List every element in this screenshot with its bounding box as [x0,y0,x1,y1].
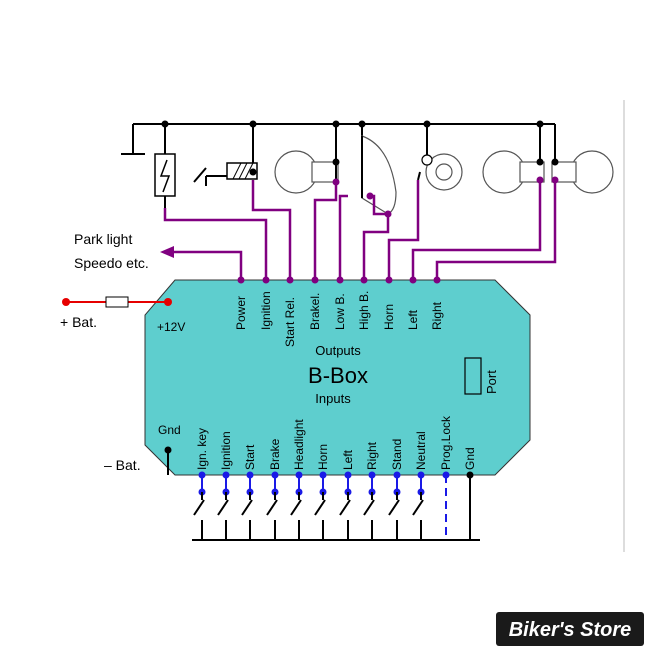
input-label: Ign. key [195,428,209,470]
inputs-label: Inputs [315,391,351,406]
input-label: Horn [316,444,330,470]
output-label: Ignition [259,291,273,330]
switch-icon [217,499,229,516]
switch-icon [363,499,375,516]
output-terminal [336,276,344,284]
input-label: Neutral [414,431,428,470]
speedo-label: Speedo etc. [74,255,149,271]
input-label: Headlight [292,419,306,470]
input-label: Brake [268,438,282,470]
output-label: Right [430,301,444,330]
plus12v-label: +12V [157,320,185,334]
input-wires [192,471,480,541]
battery-minus-wire [164,446,172,475]
output-label: High B. [357,291,371,330]
switch-icon [314,499,326,516]
output-label: Low B. [333,293,347,330]
port-connector[interactable]: Port [464,357,499,395]
switch-icon [241,499,253,516]
output-terminal [409,276,417,284]
switch-icon [412,499,424,516]
input-label: Left [341,449,355,470]
output-label: Brakel. [308,293,322,330]
bikers-store-logo: Biker's Store [496,612,644,646]
input-label: Stand [390,439,404,470]
switch-icon [388,499,400,516]
gnd-label: Gnd [158,423,181,437]
b-box-housing [144,279,531,476]
right-turn-bulb-icon [551,150,614,194]
output-label: Left [406,309,420,330]
outputs-label: Outputs [315,343,361,358]
output-terminal [360,276,368,284]
switch-icon [193,499,205,516]
switch-icon [339,499,351,516]
plus-bat-label: + Bat. [60,314,97,330]
output-terminal [237,276,245,284]
park-light-label: Park light [74,231,132,247]
switch-icon [290,499,302,516]
output-terminal [385,276,393,284]
output-labels: Power Ignition Start Rel. Brakel. Low B. High… [234,291,444,347]
input-labels: Ign. key Ignition Start Brake Headlight Horn L… [195,415,477,470]
input-label: Start [243,444,257,470]
starter-relay-icon [193,162,258,186]
minus-bat-label: – Bat. [104,457,141,473]
output-label: Power [234,296,248,330]
output-terminal [311,276,319,284]
headlight-icon [361,135,397,215]
input-label: Ignition [219,431,233,470]
output-wires [160,158,559,280]
input-label: Right [365,441,379,470]
input-label: Prog.Lock [439,415,453,470]
output-terminals [237,276,441,284]
battery-plus-wire [62,296,172,308]
ignition-coil-icon [154,153,176,208]
switch-icon [266,499,278,516]
brake-bulb-icon [274,150,339,194]
output-terminal [433,276,441,284]
output-label: Start Rel. [283,297,297,347]
port-label: Port [484,370,499,394]
logo-text: Biker's Store [509,619,632,641]
box-title: B-Box [308,363,368,388]
left-turn-bulb-icon [482,150,545,194]
horn-icon [417,150,463,191]
output-label: Horn [382,304,396,330]
output-terminal [262,276,270,284]
input-label: Gnd [463,447,477,470]
ground-bus [121,120,556,180]
output-terminal [286,276,294,284]
